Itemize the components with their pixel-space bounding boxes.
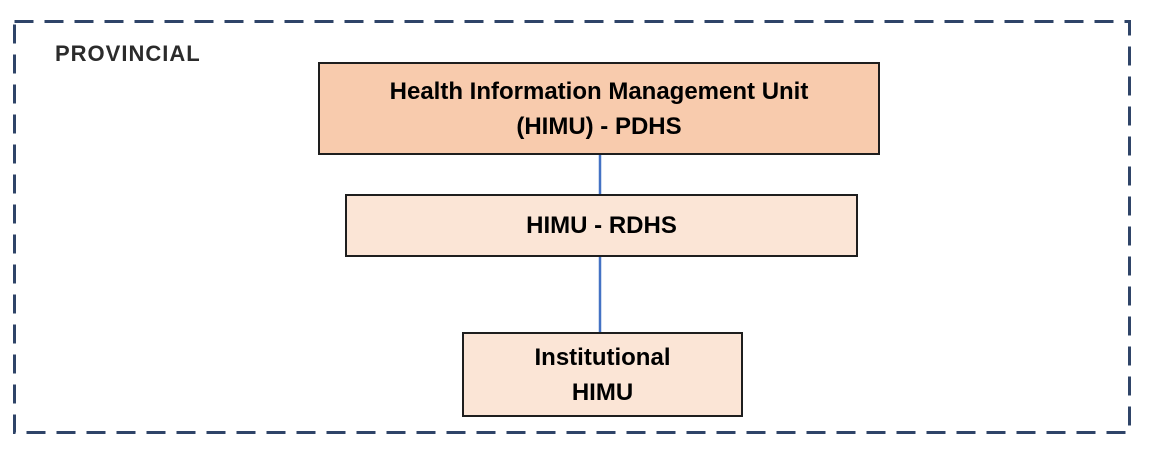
node-institutional-himu-line-1: Institutional <box>534 343 671 371</box>
node-himu-rdhs-line-1: HIMU - RDHS <box>526 212 677 239</box>
node-himu-pdhs: Health Information Management Unit (HIMU… <box>318 62 880 155</box>
node-himu-rdhs: HIMU - RDHS <box>345 194 858 257</box>
node-himu-pdhs-line-1: Health Information Management Unit <box>389 77 809 105</box>
node-institutional-himu: Institutional HIMU <box>462 332 743 417</box>
region-label-provincial: PROVINCIAL <box>55 41 201 66</box>
node-himu-pdhs-line-2: (HIMU) - PDHS <box>516 112 682 140</box>
node-institutional-himu-line-2: HIMU <box>571 378 634 406</box>
